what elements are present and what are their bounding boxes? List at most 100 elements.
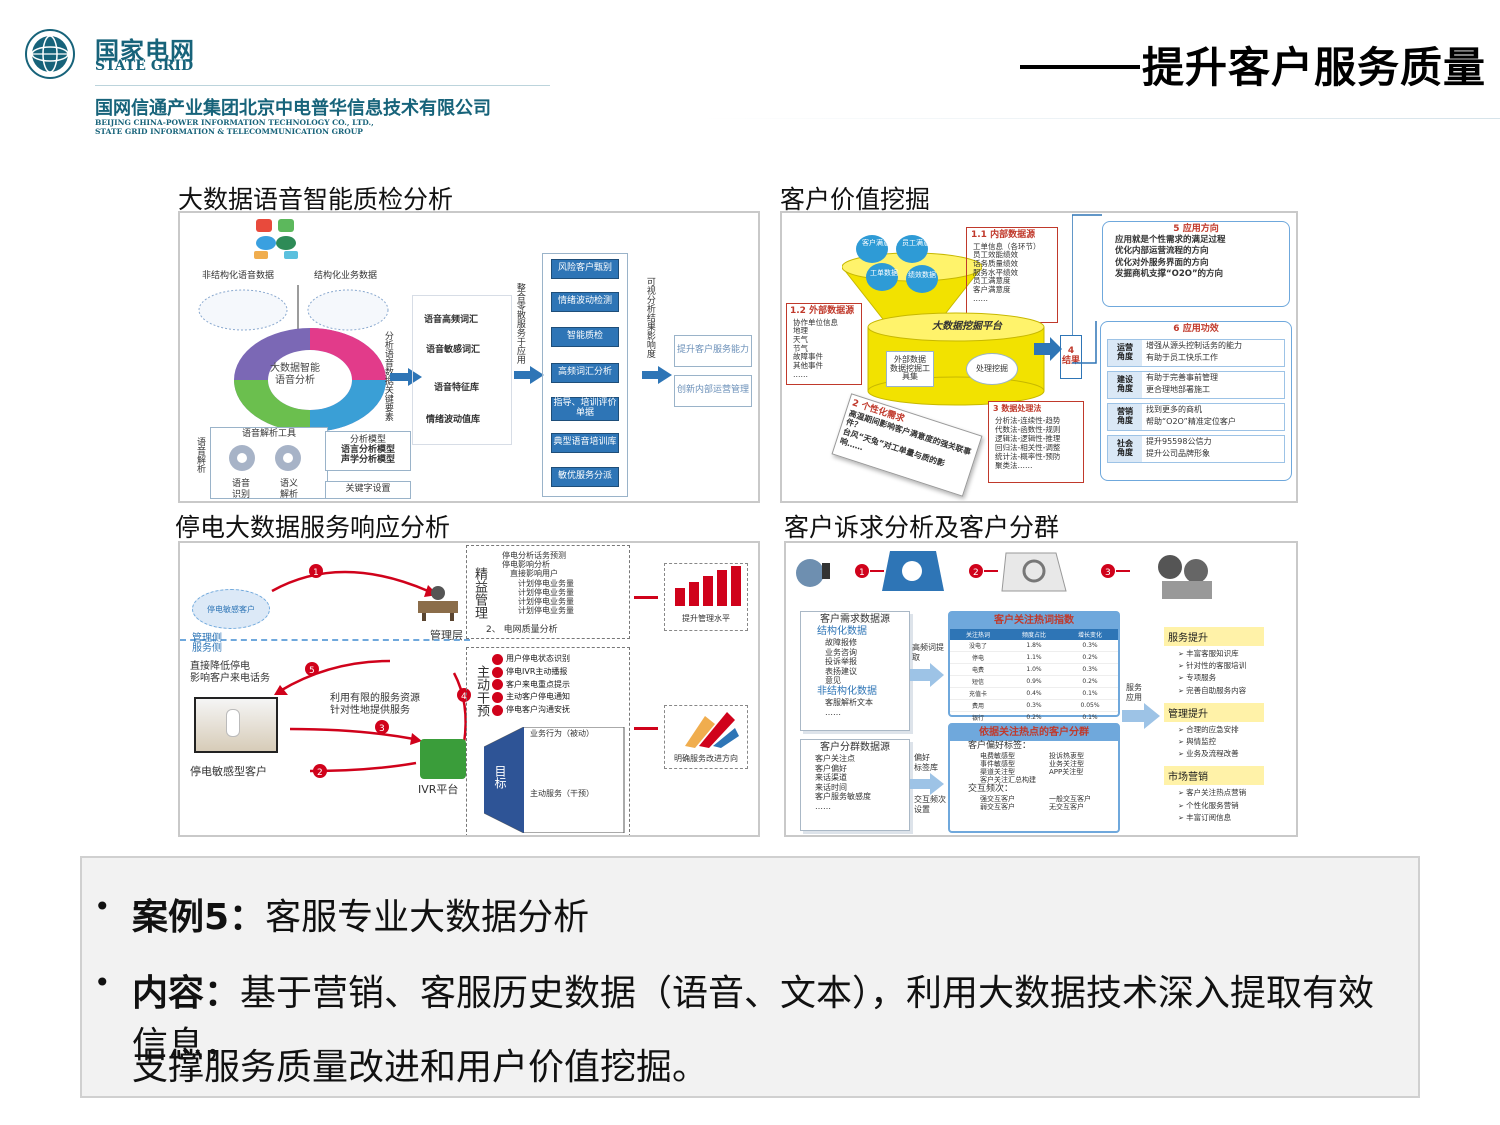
- biz-behavior-label: 业务行为（被动）: [530, 729, 594, 738]
- effect-angle: 营销 角度: [1108, 403, 1142, 430]
- content-text-1: 基于营销、客服历史数据（语音、文本），利用大数据技术深入提取有效信息，: [132, 973, 1375, 1066]
- table-cell: 0.1%: [1062, 711, 1118, 724]
- results-box: 4 结果: [1060, 335, 1082, 379]
- effect-angle: 建设 角度: [1108, 371, 1142, 398]
- external-data-box: 外部数据 数据挖掘工具集: [886, 351, 934, 387]
- segment-source-item: 客户服务敏感度: [815, 792, 871, 802]
- proactive-list: 用户停电状态识别停电IVR主动播报客户来电重点提示主动客户停电通知停电客户沟通安…: [492, 653, 570, 717]
- segment-source-list: 客户关注点客户偏好来话渠道来话时间客户服务敏感度……: [801, 754, 909, 812]
- analysis-model-label: 分析模型: [349, 435, 386, 446]
- app-direction-item: 发掘商机支撑“O2O”的方向: [1115, 269, 1224, 280]
- svg-text:5: 5: [309, 666, 315, 676]
- mid-item-4: 情绪波动值库: [426, 415, 481, 425]
- header-divider: [95, 85, 550, 86]
- proactive-item-text: 停电客户沟通安抚: [506, 705, 570, 715]
- panel-voice-quality: 非结构化语音数据 结构化业务数据 大数据智能 语音分析 语音解析工具 语音 识别…: [178, 211, 760, 503]
- interaction-setting-label: 交互频次 设置: [914, 795, 946, 814]
- semantic-parse-label: 语义 解析: [280, 479, 299, 500]
- proactive-item-text: 主动客户停电通知: [506, 692, 570, 702]
- mgmt-layer-label: 管理层: [430, 629, 463, 642]
- company-name-en-1: BEIJING CHINA-POWER INFORMATION TECHNOLO…: [95, 118, 374, 127]
- right-group-item-text: 完善自助服务内容: [1186, 685, 1247, 695]
- svg-text:1: 1: [859, 568, 865, 578]
- internal-source-item: 服务水平绩效: [973, 267, 1018, 277]
- service-app-arrow: [1122, 703, 1160, 729]
- table-cell: 0.3%: [1062, 663, 1118, 676]
- preference-arrow: [910, 773, 944, 795]
- internal-source-item: 员工满意度: [973, 276, 1011, 286]
- outcome-1: 提升客户服务能力: [674, 335, 752, 367]
- structured-data-item: 表扬建议: [825, 666, 857, 676]
- fine-mgmt-item: 停电影响分析: [502, 560, 550, 570]
- internal-source-item: 工单信息（各环节）: [973, 241, 1041, 251]
- table-cell: 电费: [950, 663, 1006, 676]
- right-group-item: ➢ 个性化服务营销: [1164, 800, 1292, 812]
- ring-center-label: 大数据智能 语音分析: [270, 363, 320, 386]
- algorithm-title: 3 数据处理法: [993, 404, 1042, 413]
- cluster-subtitle: 客户偏好标签：: [968, 741, 1032, 751]
- internal-source-item: 话务质量绩效: [973, 259, 1018, 269]
- panel2-label: 客户价值挖掘: [780, 185, 931, 214]
- effect-angle: 运营 角度: [1108, 339, 1142, 366]
- algorithm-item: 统计法-概率性-预防: [995, 451, 1061, 461]
- panel-customer-demand: 1 2 3 客户需求数据源 结构化数据 故障报修业务咨询投诉举报表扬建议意见 非…: [784, 541, 1298, 837]
- arrow-1-head: [408, 368, 422, 386]
- segment-source-item: 来话渠道: [815, 773, 847, 783]
- content-text-2: 支撑服务质量改进和用户价值挖掘。: [132, 1047, 709, 1088]
- svg-text:3: 3: [1105, 568, 1111, 578]
- cluster-title: 依据关注热点的客户分群: [950, 725, 1118, 741]
- effect-item: 有助于员工快乐工作: [1146, 352, 1218, 362]
- interaction-tag: 一般交互客户: [1049, 794, 1091, 803]
- table-cell: 0.9%: [1006, 675, 1062, 688]
- effect-item: 增强从源头控制话务的能力: [1146, 340, 1242, 350]
- table-cell: 0.2%: [1006, 711, 1062, 724]
- external-source-title: 1.2 外部数据源: [790, 306, 855, 316]
- sensitive-customer-label: 停电敏感型客户: [190, 765, 267, 778]
- algorithm-list: 分析法-连续性-趋势代数法-函数性-规则逻辑法-逻辑性-推理回归法-相关性-调整…: [989, 416, 1083, 470]
- unstructured-voice-label: 非结构化语音数据: [202, 271, 275, 281]
- fine-mgmt-item: 计划停电业务量: [518, 587, 574, 597]
- direction-arrows-icon: [685, 712, 739, 748]
- preference-lib-label: 偏好 标签库: [914, 753, 938, 772]
- cluster-tag: 客户关注汇总构建: [980, 775, 1036, 784]
- analysis-model-box: 分析模型 语言分析模型 声学分析模型: [325, 431, 411, 471]
- table-cell: 充值卡: [950, 687, 1006, 700]
- chevron-right-icon: ➢: [1178, 750, 1187, 759]
- effect-row: 建设 角度有助于完善事前管理更合理地部署施工: [1107, 370, 1285, 399]
- fine-mgmt-label: 精益管理: [472, 567, 487, 619]
- fine-mgmt-item: 直接影响用户: [510, 569, 558, 579]
- case-label: 案例5：: [132, 897, 266, 938]
- algorithm-item: 分析法-连续性-趋势: [995, 415, 1061, 425]
- case-text: 客服专业大数据分析: [265, 897, 590, 938]
- external-source-item: ……: [793, 369, 808, 379]
- extract-arrow: [910, 663, 944, 687]
- proactive-item: 用户停电状态识别: [492, 653, 570, 666]
- keyword-setting-label: 关键字设置: [345, 484, 391, 495]
- cluster-tag: APP关注型: [1049, 767, 1084, 776]
- right-item-4: 高频词汇分析: [551, 363, 619, 383]
- segment-source-item: 客户关注点: [815, 754, 855, 763]
- interaction-title: 交互频次：: [968, 783, 1014, 794]
- funnel-item-2: 员工满意度: [902, 239, 937, 247]
- internal-source-title: 1.1 内部数据源: [971, 230, 1036, 240]
- funnel-item-4: 绩效数据: [908, 271, 936, 279]
- right-group-title: 管理提升: [1164, 702, 1264, 722]
- table-cell: 1.0%: [1006, 663, 1062, 676]
- table-cell: 0.2%: [1062, 651, 1118, 664]
- analysis-elements-vertical: 分析语音数据关键要素: [382, 331, 393, 421]
- segment-source-item: 客户偏好: [815, 763, 847, 773]
- segment-source-item: ……: [815, 801, 831, 811]
- proactive-box: [466, 647, 630, 835]
- external-source-item: 协作单位信息: [793, 317, 838, 327]
- svg-text:4: 4: [461, 692, 467, 702]
- app-effect-title: 6 应用功效: [1173, 324, 1219, 334]
- right-group-item: ➢ 客户关注热点营销: [1164, 787, 1292, 799]
- right-item-3: 智能质检: [551, 327, 619, 347]
- interaction-tag-grid: 强交互客户一般交互客户弱交互客户无交互客户: [950, 795, 1118, 811]
- gear-icons: [229, 445, 301, 471]
